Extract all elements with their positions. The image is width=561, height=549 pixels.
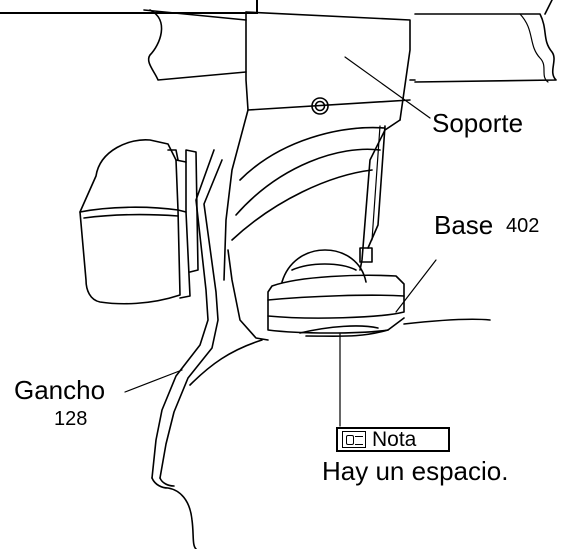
clip xyxy=(79,139,199,305)
soporte-label: Soporte xyxy=(432,108,524,138)
base-leader xyxy=(395,259,437,313)
gancho-leader xyxy=(124,369,183,393)
note-label: Nota xyxy=(372,427,417,451)
base-number: 402 xyxy=(506,215,540,237)
dome xyxy=(281,249,367,283)
gancho-label: Gancho xyxy=(14,375,106,405)
gancho-hook xyxy=(151,149,269,549)
leader-lines xyxy=(124,56,437,427)
note-badge: Nota xyxy=(336,427,450,452)
base-block xyxy=(267,274,405,334)
rail xyxy=(143,0,557,83)
pointing-hand-note-icon xyxy=(342,431,366,448)
note-text: Hay un espacio. xyxy=(322,456,509,486)
soporte-bracket xyxy=(223,11,411,281)
gancho-number: 128 xyxy=(54,408,88,430)
top-left-frame xyxy=(0,0,258,14)
base-label: Base xyxy=(434,210,494,240)
surface xyxy=(189,318,491,386)
soporte-leader xyxy=(344,56,431,119)
